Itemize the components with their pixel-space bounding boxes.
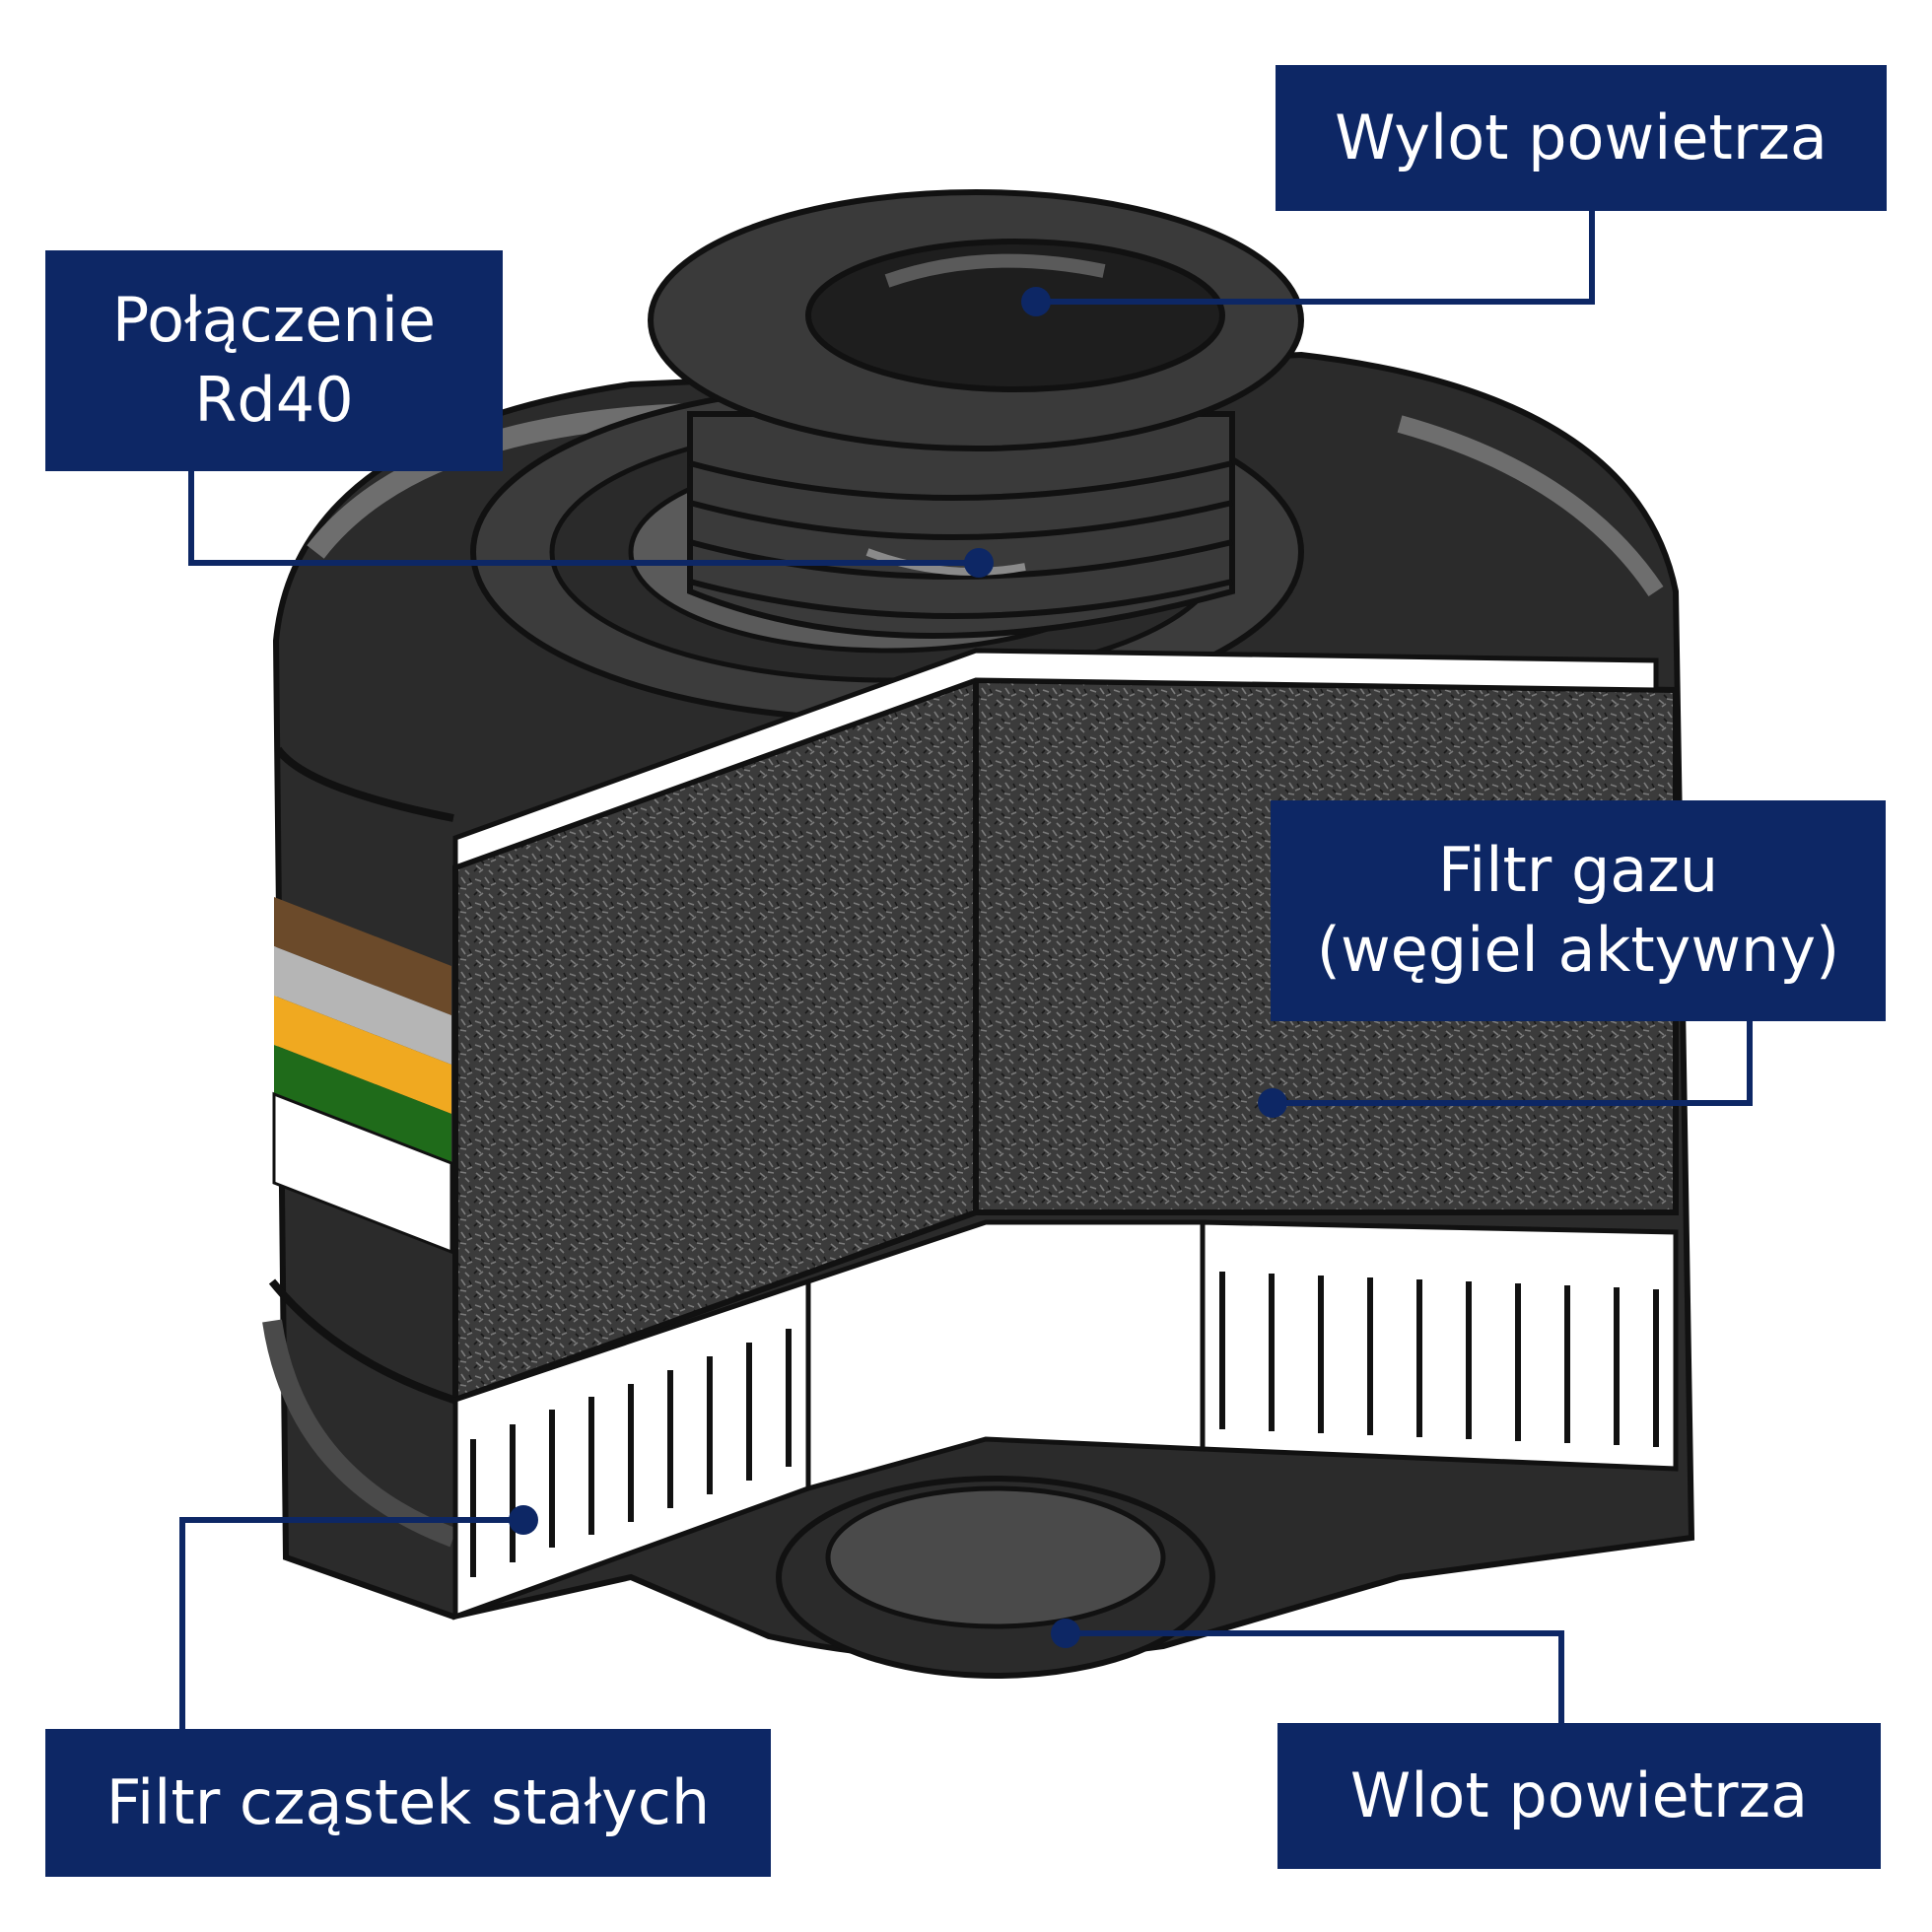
air-inlet-label: Wlot powietrza: [1277, 1723, 1881, 1869]
rd40-text-line1: Połączenie: [111, 284, 437, 357]
rd40-connection-label: Połączenie Rd40: [45, 250, 503, 471]
particle-filter-text: Filtr cząstek stałych: [105, 1765, 711, 1838]
leader-outlet: [1036, 211, 1595, 305]
leader-rd40: [188, 471, 979, 566]
gas-filter-label: Filtr gazu (węgiel aktywny): [1271, 800, 1886, 1021]
dot-gas: [1258, 1088, 1287, 1118]
air-outlet-text: Wylot powietrza: [1335, 101, 1828, 173]
inner-chamber: [805, 1219, 1206, 1492]
leader-inlet: [1066, 1630, 1564, 1723]
dot-inlet: [1051, 1619, 1080, 1648]
air-inlet-text: Wlot powietrza: [1349, 1759, 1809, 1831]
particle-filter-label: Filtr cząstek stałych: [45, 1729, 771, 1877]
gas-filter-text-line1: Filtr gazu: [1437, 834, 1719, 907]
air-outlet-label: Wylot powietrza: [1276, 65, 1887, 211]
outlet-neck: [648, 189, 1304, 639]
gas-filter-text-line2: (węgiel aktywny): [1316, 914, 1840, 986]
particle-filter-pleats: [452, 1219, 1679, 1621]
colour-stripes: [272, 897, 453, 1255]
leader-dots: [509, 287, 1287, 1648]
dot-outlet: [1021, 287, 1051, 316]
dot-particle: [509, 1505, 538, 1535]
dot-rd40: [964, 548, 994, 578]
leader-lines: [179, 211, 1753, 1729]
inlet-port: [776, 1476, 1215, 1679]
leader-particle: [179, 1517, 523, 1729]
leader-gas: [1273, 1021, 1753, 1106]
rd40-text-line2: Rd40: [194, 364, 354, 436]
